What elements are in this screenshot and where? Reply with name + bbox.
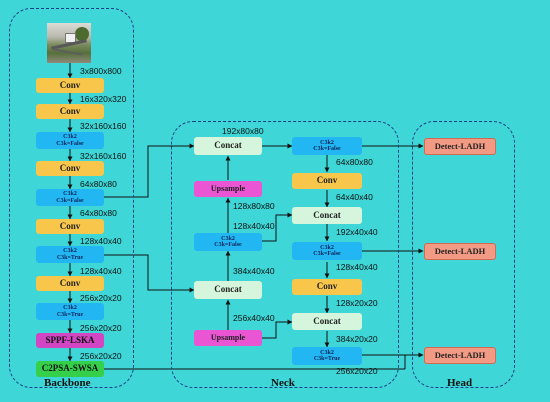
neck-concat-2: Concat <box>194 281 262 299</box>
neck-concat-4: Concat <box>292 313 362 330</box>
c3k2-sub: C3k=False <box>313 146 341 152</box>
head-region <box>412 121 515 388</box>
neck-conv-a: Conv <box>292 173 362 189</box>
neck-conv-b: Conv <box>292 279 362 295</box>
neck-c3k2-b: C3k2 C3k=False <box>292 137 362 155</box>
backbone-conv-5: Conv <box>36 276 104 291</box>
c3k2-title: C3k2 <box>63 248 77 255</box>
backbone-dim-8: 256x20x20 <box>80 293 122 303</box>
neck-c3k2-a: C3k2 C3k=False <box>194 233 262 251</box>
c3k2-sub: C3k=True <box>56 254 84 261</box>
c3k2-title: C3k2 <box>63 305 77 312</box>
c3k2-sub: C3k=False <box>313 251 341 257</box>
backbone-dim-9: 256x20x20 <box>80 323 122 333</box>
backbone-input-dim: 3x800x800 <box>80 66 122 76</box>
c3k2-title: C3k2 <box>221 235 235 242</box>
neck-c3k2b-dim: 64x80x80 <box>336 157 373 167</box>
c3k2-title: C3k2 <box>320 349 334 356</box>
c2psa-swsa-block: C2PSA-SWSA <box>36 361 104 377</box>
backbone-c3k2-3: C3k2 C3k=True <box>36 246 104 263</box>
neck-concat2-in-dim: 384x40x40 <box>233 266 275 276</box>
neck-upsample-2: Upsample <box>194 330 262 346</box>
c3k2-sub: C3k=False <box>56 140 84 147</box>
head-label: Head <box>447 377 473 389</box>
backbone-conv-2: Conv <box>36 104 104 119</box>
neck-upsample1-dim: 128x80x80 <box>233 201 275 211</box>
sppf-lska-block: SPPF-LSKA <box>36 333 104 348</box>
backbone-dim-10: 256x20x20 <box>80 351 122 361</box>
backbone-c3k2-1: C3k2 C3k=False <box>36 132 104 149</box>
neck-concat3-dim: 192x40x40 <box>336 227 378 237</box>
backbone-dim-7: 128x40x40 <box>80 266 122 276</box>
head-detect-2: Detect-LADH <box>424 243 496 260</box>
backbone-conv-3: Conv <box>36 161 104 176</box>
backbone-dim-2: 32x160x160 <box>80 121 127 131</box>
backbone-c3k2-2: C3k2 C3k=False <box>36 189 104 206</box>
neck-label: Neck <box>271 377 295 389</box>
neck-upsample-1: Upsample <box>194 181 262 197</box>
c3k2-title: C3k2 <box>320 244 334 251</box>
c3k2-sub: C3k=False <box>56 197 84 204</box>
backbone-dim-1: 16x320x320 <box>80 94 127 104</box>
neck-conv-a-dim: 64x40x40 <box>336 192 373 202</box>
neck-region <box>171 121 399 388</box>
c3k2-title: C3k2 <box>63 191 77 198</box>
c3k2-sub: C3k=False <box>214 242 242 248</box>
c3k2-sub: C3k=True <box>313 356 341 362</box>
head-detect-3: Detect-LADH <box>424 347 496 364</box>
backbone-dim-3: 32x160x160 <box>80 151 127 161</box>
backbone-dim-4: 64x80x80 <box>80 179 117 189</box>
neck-c3k2-c: C3k2 C3k=False <box>292 242 362 260</box>
backbone-label: Backbone <box>44 377 91 389</box>
neck-c3k2d-dim: 256x20x20 <box>336 366 378 376</box>
backbone-conv-1: Conv <box>36 78 104 93</box>
neck-c3k2a-dim: 128x40x40 <box>233 221 275 231</box>
c3k2-sub: C3k=True <box>56 311 84 318</box>
neck-concat-3: Concat <box>292 207 362 224</box>
backbone-conv-4: Conv <box>36 219 104 234</box>
neck-concat4-dim: 384x20x20 <box>336 334 378 344</box>
backbone-dim-6: 128x40x40 <box>80 236 122 246</box>
neck-c3k2c-dim: 128x40x40 <box>336 262 378 272</box>
neck-upsample2-dim: 256x40x40 <box>233 313 275 323</box>
c3k2-title: C3k2 <box>63 134 77 141</box>
neck-concat-1: Concat <box>194 137 262 155</box>
backbone-c3k2-4: C3k2 C3k=True <box>36 303 104 320</box>
neck-c3k2-d: C3k2 C3k=True <box>292 347 362 365</box>
backbone-dim-5: 64x80x80 <box>80 208 117 218</box>
backbone-region <box>9 8 134 388</box>
head-detect-1: Detect-LADH <box>424 138 496 155</box>
neck-conv-b-dim: 128x20x20 <box>336 298 378 308</box>
neck-concat1-dim: 192x80x80 <box>222 126 264 136</box>
c3k2-title: C3k2 <box>320 139 334 146</box>
input-image <box>47 23 91 63</box>
